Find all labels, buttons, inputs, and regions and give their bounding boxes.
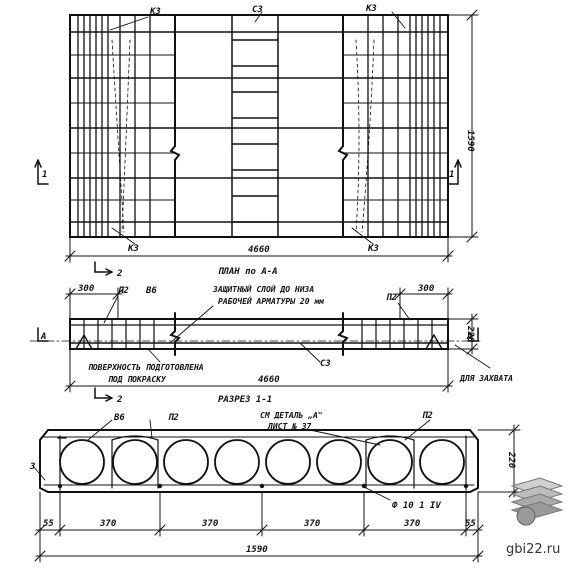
cross-section-rebars xyxy=(57,483,469,489)
cross-label-p2-right: П2 xyxy=(422,411,433,421)
cross-section-frames xyxy=(57,435,467,491)
section-aa-label-v6: В6 xyxy=(145,286,157,296)
section-mark-a-right-letter: А xyxy=(466,332,472,342)
section-aa-cover-line2: РАБОЧЕЙ АРМАТУРЫ 20 мм xyxy=(218,295,324,306)
cross-dim-pitch-3: 370 xyxy=(303,519,321,529)
plan-break-lines xyxy=(169,14,349,238)
section-aa-texts: 2 2 А А 300 300 220 4660 П2 В6 П2 ЗАЩИТН… xyxy=(40,269,513,405)
section-aa-breaks xyxy=(169,312,349,356)
section-aa-label-p2-right: П2 xyxy=(386,293,397,303)
section-aa-dim-height: 220 xyxy=(465,325,475,343)
plan-height-dimension xyxy=(447,9,479,243)
section-aa-loop-right xyxy=(425,333,443,350)
section-mark-a-left-letter: А xyxy=(40,332,46,342)
cross-section-total-dimension xyxy=(34,535,484,563)
cross-section-pitch-dimensions xyxy=(34,491,484,537)
cross-dim-edge-right: 55 xyxy=(465,519,476,529)
section-aa-outline xyxy=(69,318,449,350)
cross-label-v6: В6 xyxy=(113,413,125,423)
plan-length-dimension xyxy=(64,236,454,263)
watermark-text: gbi22.ru xyxy=(506,542,560,557)
plan-label-kz-bottom-right: КЗ xyxy=(367,244,379,254)
section-mark-a-left xyxy=(37,327,49,342)
cross-dim-pitch-2: 370 xyxy=(201,519,219,529)
cross-dim-pitch-1: 370 xyxy=(99,519,117,529)
slab-stack-logo xyxy=(510,477,564,526)
section-aa-surface-line2: ПОД ПОКРАСКУ xyxy=(108,375,167,384)
cross-section-texts: В6 П2 П2 СМ ДЕТАЛЬ „А" ЛИСТ № 37 3 Ф 10 … xyxy=(29,411,516,555)
plan-mesh-cross-bars xyxy=(69,54,449,201)
cross-label-rebar: Ф 10 1 IV xyxy=(392,501,441,511)
section-mark-2-bottom-num: 2 xyxy=(116,395,122,405)
plan-mesh-left xyxy=(77,14,151,238)
plan-loop-hints xyxy=(111,39,375,233)
cross-detail-line2: ЛИСТ № 37 xyxy=(267,422,312,431)
plan-label-kz-bottom-left: КЗ xyxy=(127,244,139,254)
plan-section-mark-left xyxy=(34,159,49,185)
plan-outline xyxy=(69,14,449,238)
plan-label-kz-top-right: КЗ xyxy=(365,4,377,14)
plan-mesh-right xyxy=(367,14,441,238)
cross-dim-height: 220 xyxy=(506,451,516,469)
section-aa-loop-left xyxy=(75,333,93,350)
cross-dim-pitch-4: 370 xyxy=(403,519,421,529)
cross-section-view xyxy=(32,419,521,563)
section-aa-cover-line1: ЗАЩИТНЫЙ СЛОЙ ДО НИЗА xyxy=(212,283,314,294)
section-aa-dim-length: 4660 xyxy=(258,375,280,385)
plan-label-c3: С3 xyxy=(252,5,263,15)
section-aa-view xyxy=(29,261,491,402)
section-aa-surface-line1: ПОВЕРХНОСТЬ ПОДГОТОВЛЕНА xyxy=(88,363,204,372)
section-aa-lifting-label: ДЛЯ ЗАХВАТА xyxy=(459,374,513,383)
plan-title: ПЛАН по А-А xyxy=(218,267,278,277)
plan-dim-length: 4660 xyxy=(248,245,270,255)
plan-c3-ladder xyxy=(231,14,279,238)
cross-detail-line1: СМ ДЕТАЛЬ „А" xyxy=(260,411,323,420)
cross-dim-total: 1590 xyxy=(246,545,268,555)
section-aa-dim-left: 300 xyxy=(77,284,95,294)
section-aa-dim-right: 300 xyxy=(417,284,435,294)
section-aa-label-p2-left: П2 xyxy=(118,286,129,296)
plan-view xyxy=(34,9,479,263)
plan-dim-height: 1590 xyxy=(465,130,475,152)
section-title: РАЗРЕЗ 1-1 xyxy=(218,395,272,405)
cross-section-voids xyxy=(59,439,465,485)
plan-section-mark-right xyxy=(447,159,462,185)
section-aa-label-c3: С3 xyxy=(320,359,331,369)
plan-section-mark-left-num: 1 xyxy=(42,170,47,180)
cross-dim-edge-left: 55 xyxy=(43,519,54,529)
cross-label-mark-3: 3 xyxy=(29,462,35,472)
cross-label-p2-left: П2 xyxy=(168,413,179,423)
section-aa-stirrups xyxy=(83,318,433,350)
section-mark-2-top xyxy=(94,261,113,276)
cross-section-outline xyxy=(39,429,479,493)
section-mark-2-bottom xyxy=(94,387,113,402)
plan-label-kz-top-left: КЗ xyxy=(149,7,161,17)
section-mark-a-right xyxy=(467,327,479,342)
section-mark-2-top-num: 2 xyxy=(116,269,122,279)
plan-section-mark-right-num: 1 xyxy=(449,170,454,180)
plan-texts: КЗ С3 КЗ КЗ КЗ 4660 1590 1 1 ПЛАН по А-А xyxy=(42,4,475,277)
plan-longitudinal-bars xyxy=(69,31,449,223)
